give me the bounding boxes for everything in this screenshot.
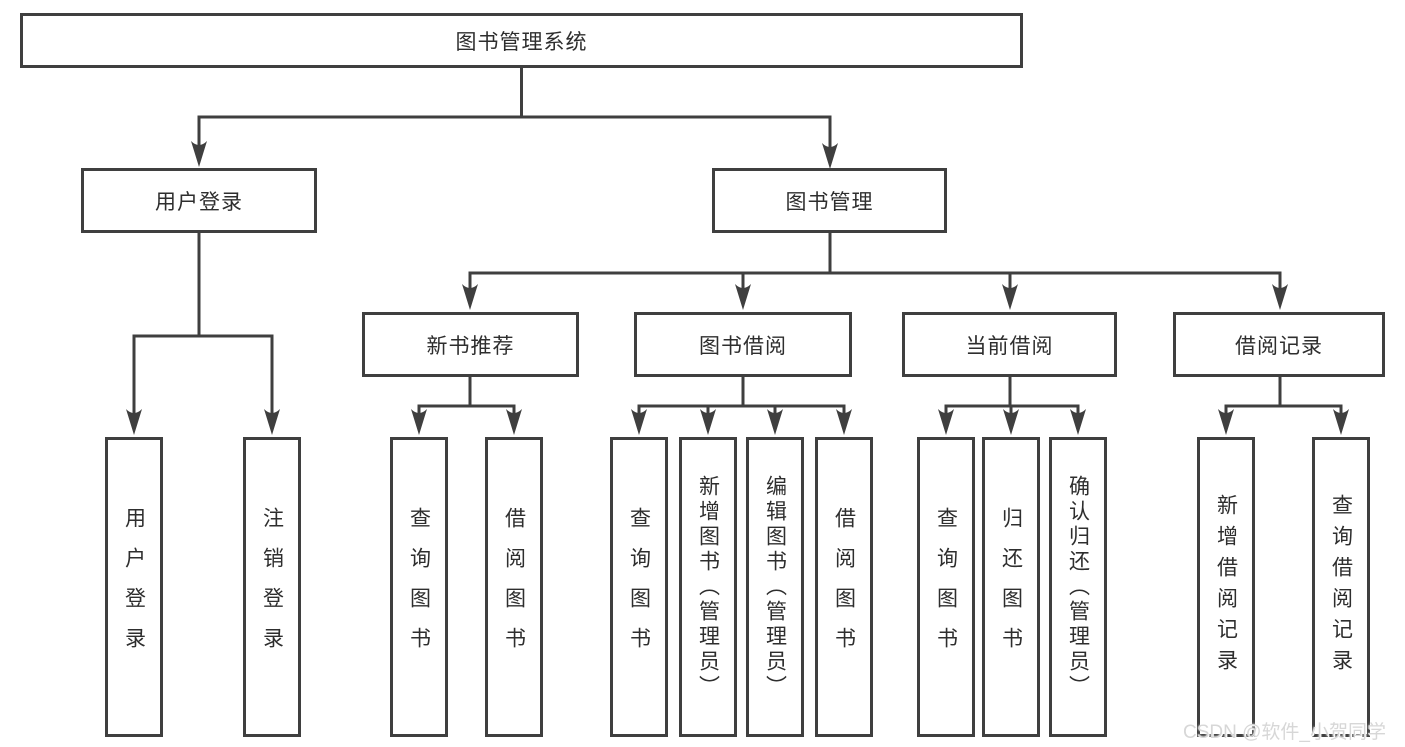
leaf-user-login: 用户登录 (105, 437, 163, 737)
leaf-br-add-record: 新增借阅记录 (1197, 437, 1255, 737)
leaf-label: 用户登录 (122, 507, 146, 667)
leaf-bb-add-books-admin: 新增图书（管理员） (679, 437, 737, 737)
node-current-borrowing: 当前借阅 (902, 312, 1117, 377)
node-user-login: 用户登录 (81, 168, 317, 233)
leaf-br-query-record: 查询借阅记录 (1312, 437, 1370, 737)
leaf-label: 查询图书 (627, 507, 651, 667)
csdn-watermark: CSDN @软件_小贺同学 (1183, 722, 1386, 743)
node-new-book-recommend: 新书推荐 (362, 312, 579, 377)
leaf-label: 新增图书（管理员） (696, 474, 720, 700)
leaf-label: 借阅图书 (832, 507, 856, 667)
node-label: 图书管理系统 (455, 30, 588, 54)
leaf-cb-confirm-return-admin: 确认归还（管理员） (1049, 437, 1107, 737)
leaf-logout: 注销登录 (243, 437, 301, 737)
leaf-nb-query-books: 查询图书 (390, 437, 448, 737)
leaf-label: 查询借阅记录 (1329, 494, 1353, 680)
leaf-nb-borrow-books: 借阅图书 (485, 437, 543, 737)
leaf-label: 查询图书 (407, 507, 431, 667)
leaf-label: 借阅图书 (502, 507, 526, 667)
leaf-label: 确认归还（管理员） (1066, 474, 1090, 700)
leaf-bb-borrow-books: 借阅图书 (815, 437, 873, 737)
leaf-cb-query-books: 查询图书 (917, 437, 975, 737)
node-label: 用户登录 (155, 190, 243, 214)
node-label: 图书借阅 (699, 334, 787, 358)
leaf-label: 查询图书 (934, 507, 958, 667)
node-label: 新书推荐 (426, 334, 515, 358)
arrowhead-icons (126, 141, 1349, 435)
node-book-management: 图书管理 (712, 168, 947, 233)
leaf-label: 注销登录 (260, 507, 284, 667)
node-book-borrowing: 图书借阅 (634, 312, 852, 377)
node-library-management-system: 图书管理系统 (20, 13, 1023, 68)
node-borrowing-records: 借阅记录 (1173, 312, 1385, 377)
leaf-label: 新增借阅记录 (1214, 494, 1238, 680)
leaf-cb-return-books: 归还图书 (982, 437, 1040, 737)
node-label: 借阅记录 (1235, 334, 1323, 358)
leaf-bb-edit-books-admin: 编辑图书（管理员） (746, 437, 804, 737)
leaf-bb-query-books: 查询图书 (610, 437, 668, 737)
node-label: 当前借阅 (965, 334, 1054, 358)
node-label: 图书管理 (785, 190, 874, 214)
leaf-label: 编辑图书（管理员） (763, 474, 787, 700)
leaf-label: 归还图书 (999, 507, 1023, 667)
